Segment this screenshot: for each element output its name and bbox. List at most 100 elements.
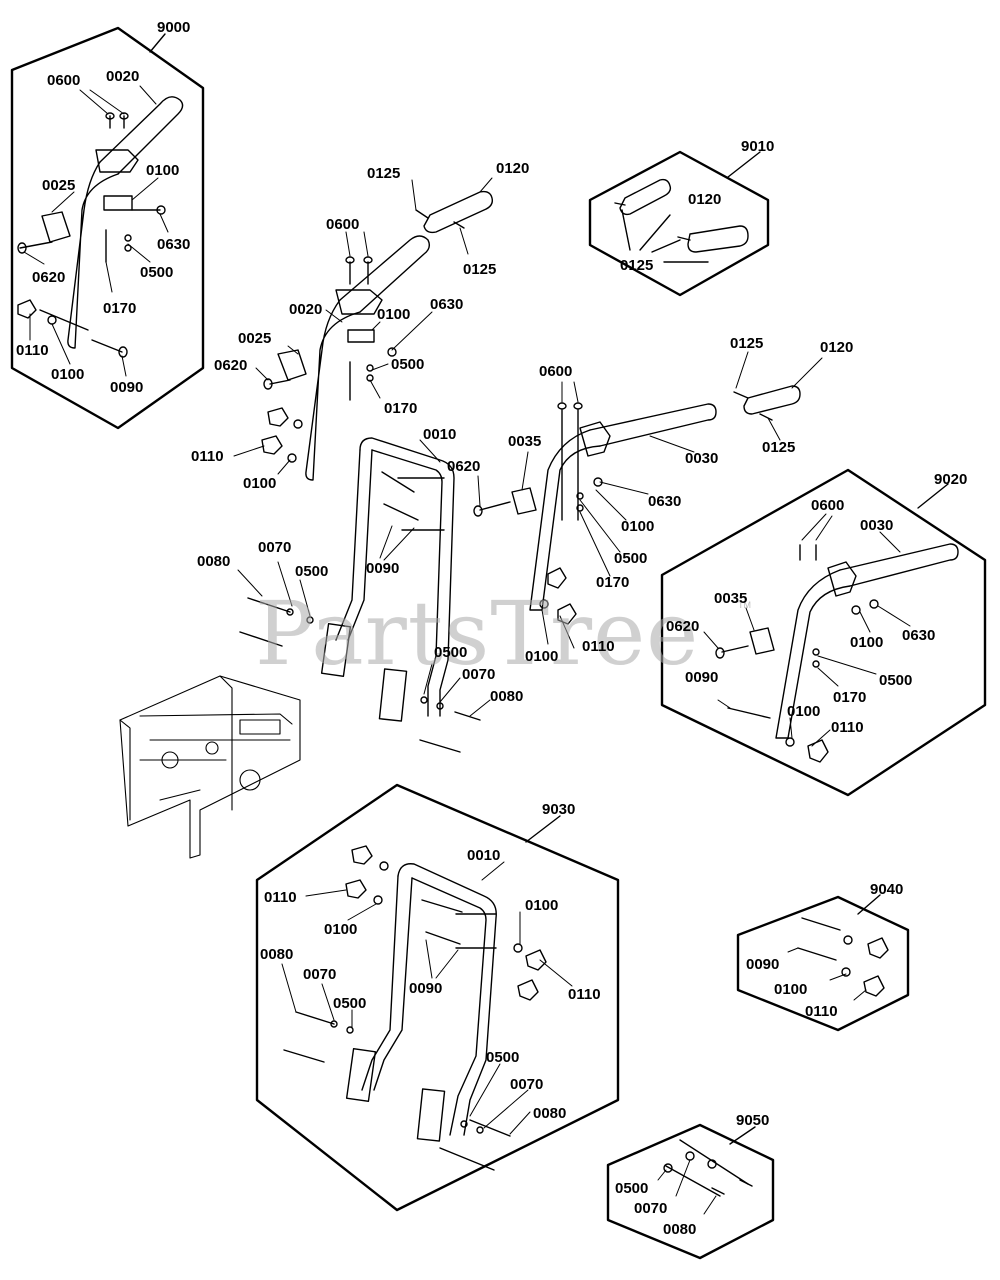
part-label-0620[interactable]: 0620 [447, 458, 481, 475]
grip-0120-right [733, 385, 801, 421]
part-label-0090[interactable]: 0090 [409, 980, 443, 997]
part-label-0020[interactable]: 0020 [106, 68, 140, 85]
part-label-0100[interactable]: 0100 [850, 634, 884, 651]
hardware-center [239, 597, 481, 753]
part-label-0125[interactable]: 0125 [463, 261, 497, 278]
part-label-0500[interactable]: 0500 [486, 1049, 520, 1066]
part-label-0100[interactable]: 0100 [324, 921, 358, 938]
part-label-0090[interactable]: 0090 [746, 956, 780, 973]
part-label-0125[interactable]: 0125 [620, 257, 654, 274]
part-label-0110[interactable]: 0110 [582, 638, 615, 655]
part-label-0170[interactable]: 0170 [384, 400, 418, 417]
part-label-0110[interactable]: 0110 [191, 448, 224, 465]
engine-frame [119, 675, 301, 859]
part-label-0500[interactable]: 0500 [614, 550, 648, 567]
part-label-0630[interactable]: 0630 [157, 236, 191, 253]
group-label-9020[interactable]: 9020 [934, 471, 968, 488]
assembly-9050 [663, 1139, 753, 1197]
part-label-0090[interactable]: 0090 [110, 379, 144, 396]
part-label-0110[interactable]: 0110 [831, 719, 864, 736]
part-label-0100[interactable]: 0100 [525, 648, 559, 665]
lower-handle-0010 [320, 437, 455, 722]
part-label-0070[interactable]: 0070 [258, 539, 292, 556]
part-label-0600[interactable]: 0600 [47, 72, 81, 89]
part-label-0070[interactable]: 0070 [462, 666, 496, 683]
part-label-0025[interactable]: 0025 [42, 177, 76, 194]
part-label-0620[interactable]: 0620 [32, 269, 66, 286]
leader-lines [23, 85, 911, 1215]
part-label-0500[interactable]: 0500 [140, 264, 174, 281]
part-label-0630[interactable]: 0630 [430, 296, 464, 313]
group-box-9020 [660, 468, 987, 797]
part-label-0025[interactable]: 0025 [238, 330, 272, 347]
part-label-0080[interactable]: 0080 [260, 946, 294, 963]
group-box-9040 [736, 895, 910, 1032]
part-label-0100[interactable]: 0100 [621, 518, 655, 535]
part-label-0600[interactable]: 0600 [326, 216, 360, 233]
upper-handle-0030 [473, 402, 717, 625]
part-label-0120[interactable]: 0120 [688, 191, 722, 208]
group-label-9010[interactable]: 9010 [741, 138, 775, 155]
part-label-0120[interactable]: 0120 [820, 339, 854, 356]
assembly-9040 [797, 917, 889, 997]
part-label-0090[interactable]: 0090 [366, 560, 400, 577]
assembly-9030 [283, 845, 547, 1171]
part-label-0100[interactable]: 0100 [787, 703, 821, 720]
assembly-9020 [715, 543, 959, 763]
part-label-0120[interactable]: 0120 [496, 160, 530, 177]
part-label-0080[interactable]: 0080 [533, 1105, 567, 1122]
part-label-0500[interactable]: 0500 [879, 672, 913, 689]
part-label-0080[interactable]: 0080 [663, 1221, 697, 1238]
part-label-0010[interactable]: 0010 [467, 847, 501, 864]
part-label-0630[interactable]: 0630 [648, 493, 682, 510]
part-label-0620[interactable]: 0620 [666, 618, 700, 635]
part-label-0010[interactable]: 0010 [423, 426, 457, 443]
part-label-0110[interactable]: 0110 [16, 342, 49, 359]
part-label-0500[interactable]: 0500 [391, 356, 425, 373]
part-label-0170[interactable]: 0170 [833, 689, 867, 706]
part-label-0125[interactable]: 0125 [762, 439, 796, 456]
part-label-0035[interactable]: 0035 [508, 433, 542, 450]
part-label-0090[interactable]: 0090 [685, 669, 719, 686]
part-label-0110[interactable]: 0110 [264, 889, 297, 906]
watermark-trademark: TM [738, 600, 751, 610]
part-label-0600[interactable]: 0600 [539, 363, 573, 380]
assembly-9000 [17, 96, 184, 358]
part-label-0100[interactable]: 0100 [243, 475, 277, 492]
part-label-0500[interactable]: 0500 [434, 644, 468, 661]
part-label-0030[interactable]: 0030 [685, 450, 719, 467]
part-label-0500[interactable]: 0500 [615, 1180, 649, 1197]
part-label-0100[interactable]: 0100 [774, 981, 808, 998]
part-label-0500[interactable]: 0500 [295, 563, 329, 580]
group-label-9000[interactable]: 9000 [157, 19, 191, 36]
part-label-0600[interactable]: 0600 [811, 497, 845, 514]
part-label-0100[interactable]: 0100 [377, 306, 411, 323]
group-label-9040[interactable]: 9040 [870, 881, 904, 898]
part-label-0030[interactable]: 0030 [860, 517, 894, 534]
part-label-0630[interactable]: 0630 [902, 627, 936, 644]
group-label-9030[interactable]: 9030 [542, 801, 576, 818]
part-label-0620[interactable]: 0620 [214, 357, 248, 374]
watermark: PartsTree [255, 582, 700, 685]
group-box-9050 [606, 1123, 775, 1260]
part-label-0070[interactable]: 0070 [634, 1200, 668, 1217]
part-label-0125[interactable]: 0125 [367, 165, 401, 182]
part-label-0080[interactable]: 0080 [197, 553, 231, 570]
part-label-0070[interactable]: 0070 [510, 1076, 544, 1093]
part-label-0110[interactable]: 0110 [568, 986, 601, 1003]
part-label-0100[interactable]: 0100 [146, 162, 180, 179]
part-label-0170[interactable]: 0170 [103, 300, 137, 317]
part-label-0070[interactable]: 0070 [303, 966, 337, 983]
part-label-0035[interactable]: 0035 [714, 590, 748, 607]
group-label-9050[interactable]: 9050 [736, 1112, 770, 1129]
group-box-9000 [10, 26, 205, 430]
part-label-0110[interactable]: 0110 [805, 1003, 838, 1020]
part-label-0500[interactable]: 0500 [333, 995, 367, 1012]
part-label-0080[interactable]: 0080 [490, 688, 524, 705]
part-label-0100[interactable]: 0100 [525, 897, 559, 914]
part-label-0100[interactable]: 0100 [51, 366, 85, 383]
part-label-0125[interactable]: 0125 [730, 335, 764, 352]
part-label-0020[interactable]: 0020 [289, 301, 323, 318]
part-label-0170[interactable]: 0170 [596, 574, 630, 591]
